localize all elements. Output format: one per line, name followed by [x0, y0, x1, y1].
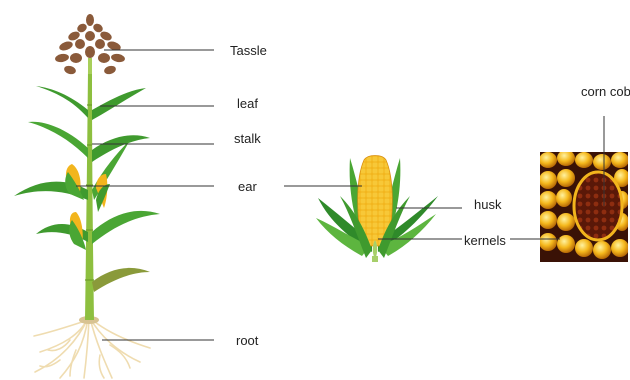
leaf-right-2 [92, 135, 150, 162]
leaf-right-5 [92, 268, 150, 292]
label-ear: ear [238, 179, 257, 194]
label-corn-cob: corn cob [581, 84, 630, 99]
label-kernels: kernels [464, 233, 506, 248]
label-root: root [236, 333, 258, 348]
tassel-stem [88, 58, 92, 74]
roots [34, 318, 150, 378]
label-leaf: leaf [237, 96, 258, 111]
leaf-left-1 [36, 86, 88, 118]
corn-plant [14, 14, 160, 378]
label-tassle: Tassle [230, 43, 267, 58]
corn-cob-photo [539, 150, 630, 262]
ear-with-husk [316, 156, 438, 263]
label-stalk: stalk [234, 131, 261, 146]
leaf-left-2 [28, 122, 88, 158]
label-husk: husk [474, 197, 501, 212]
cob-cross-section [574, 172, 622, 240]
leaf-right-1 [92, 88, 146, 120]
leaf-right-4 [92, 211, 160, 244]
